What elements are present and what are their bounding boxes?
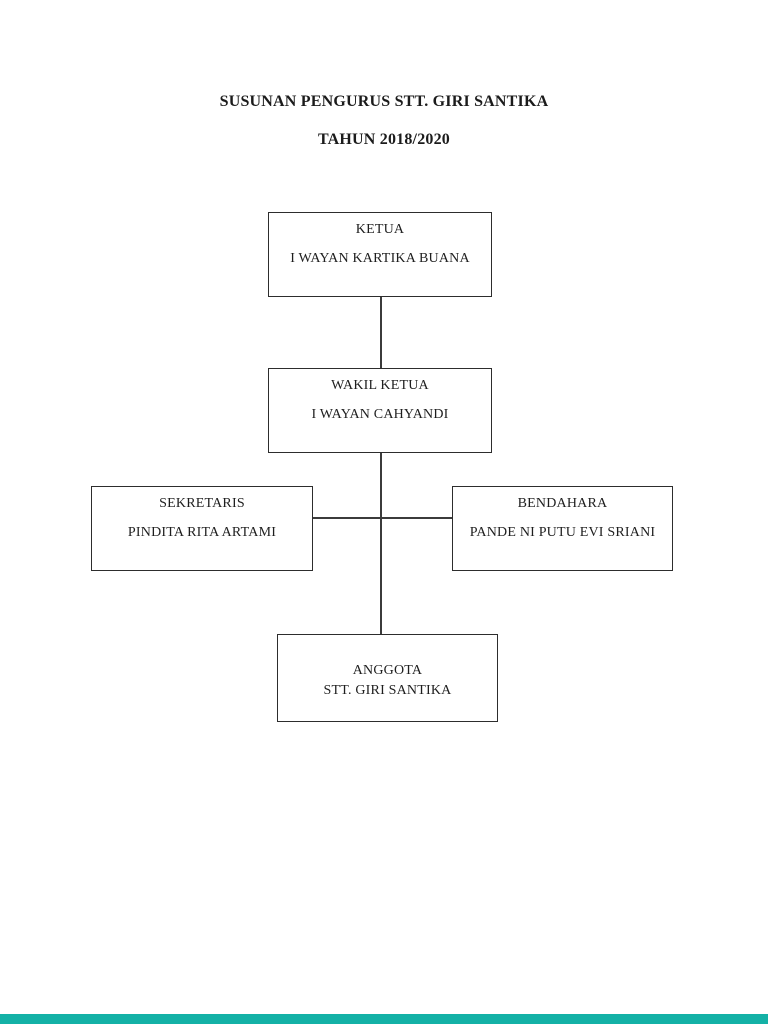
connector-wakil-to-anggota [380, 453, 382, 634]
org-node-name: STT. GIRI SANTIKA [323, 683, 452, 698]
document-title-line1: SUSUNAN PENGURUS STT. GIRI SANTIKA [219, 93, 549, 110]
org-node-role: KETUA [355, 222, 405, 237]
org-node-role: BENDAHARA [517, 496, 608, 511]
org-node-name: I WAYAN CAHYANDI [311, 407, 449, 422]
connector-ketua-to-wakil [380, 297, 382, 368]
org-node-bendahara: BENDAHARA PANDE NI PUTU EVI SRIANI [452, 486, 673, 571]
org-node-name: PANDE NI PUTU EVI SRIANI [469, 525, 656, 540]
org-node-anggota: ANGGOTA STT. GIRI SANTIKA [277, 634, 498, 722]
org-node-role: WAKIL KETUA [331, 378, 429, 393]
org-node-wakil-ketua: WAKIL KETUA I WAYAN CAHYANDI [268, 368, 492, 453]
document-title-line2: TAHUN 2018/2020 [317, 131, 451, 148]
org-node-role: ANGGOTA [352, 663, 423, 678]
org-node-ketua: KETUA I WAYAN KARTIKA BUANA [268, 212, 492, 297]
connector-sekretaris-to-bendahara [313, 517, 452, 519]
org-node-name: PINDITA RITA ARTAMI [127, 525, 277, 540]
org-node-name: I WAYAN KARTIKA BUANA [290, 251, 470, 266]
org-node-role: SEKRETARIS [159, 496, 245, 511]
org-node-sekretaris: SEKRETARIS PINDITA RITA ARTAMI [91, 486, 313, 571]
viewer-footer-accent-bar [0, 1014, 768, 1024]
